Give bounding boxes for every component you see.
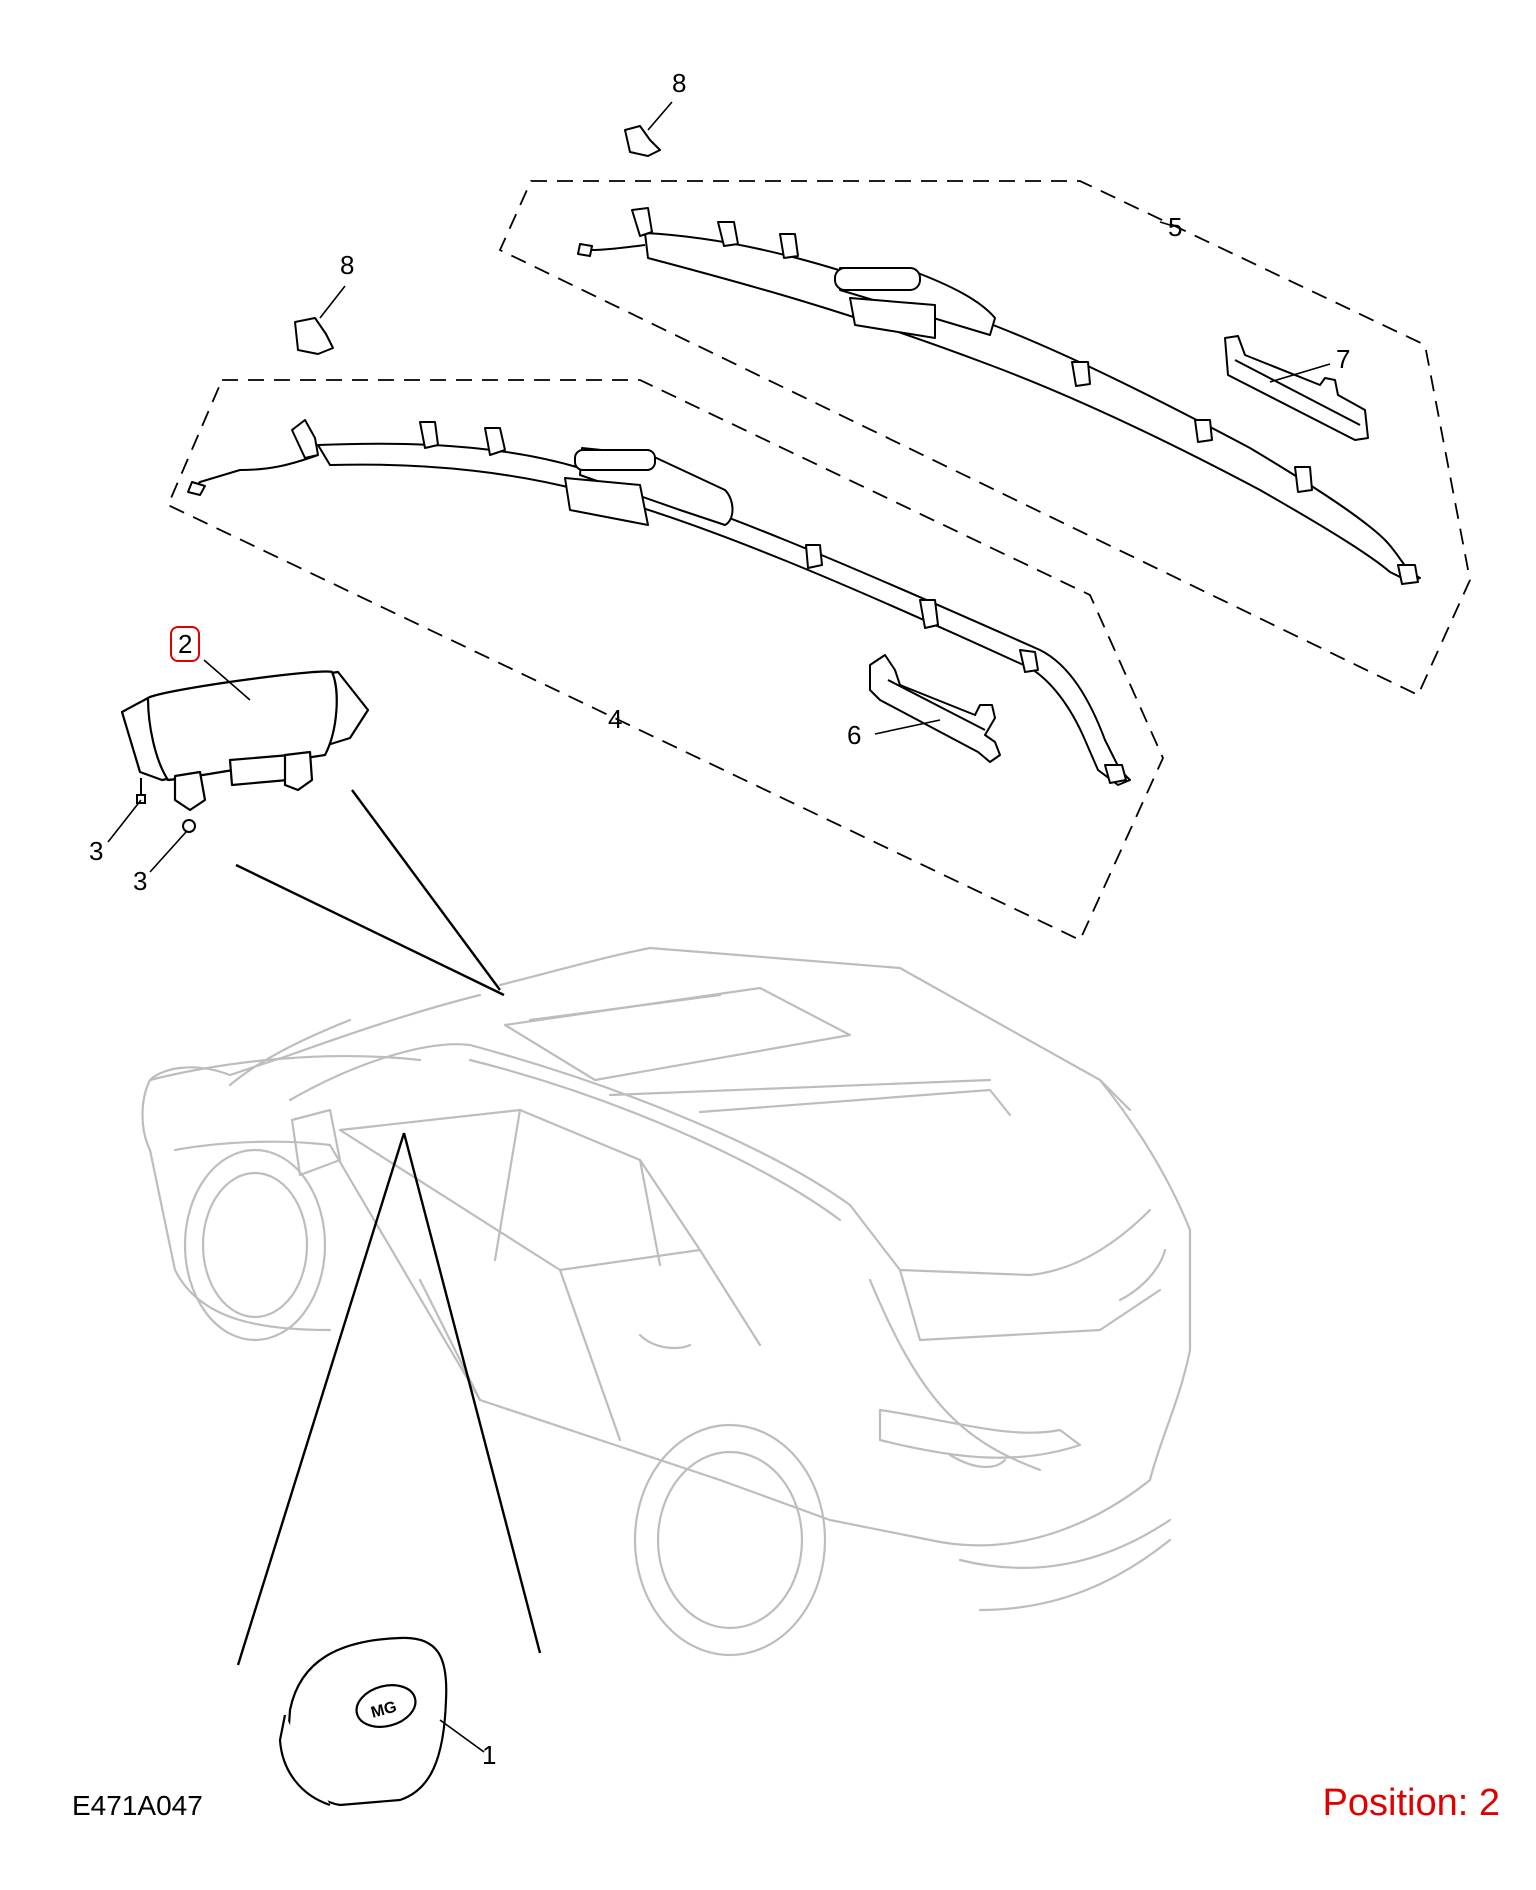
callout-2[interactable]: 2: [170, 626, 201, 662]
callout-7: 7: [1336, 344, 1351, 374]
vehicle-outline: [141, 946, 1192, 1657]
callout-5: 5: [1168, 212, 1183, 242]
curtain-airbag-groups: [166, 180, 1471, 942]
callout-8-top: 8: [672, 68, 687, 98]
fastener-icon: [136, 778, 196, 833]
bracket-icon-6: [869, 654, 1001, 763]
callout-4: 4: [608, 704, 623, 734]
callout-8-left: 8: [340, 250, 355, 280]
leader-lines-vehicle: [235, 789, 542, 1666]
callout-3-upper: 3: [89, 836, 104, 866]
clip-icon: [294, 125, 661, 355]
drawing-code: E471A047: [72, 1790, 203, 1821]
callout-leaders: [107, 101, 1331, 1753]
group-box-4: [166, 379, 1164, 942]
callout-6: 6: [847, 720, 862, 750]
bracket-icon-7: [1224, 335, 1369, 441]
callout-3-lower: 3: [133, 866, 148, 896]
steering-wheel-airbag-icon: MG: [278, 1636, 448, 1807]
callout-1: 1: [482, 1740, 497, 1770]
group-box-5: [498, 180, 1471, 697]
svg-text:MG: MG: [369, 1699, 398, 1722]
passenger-airbag-module-icon: [120, 670, 370, 812]
curtain-airbag-right-icon: [577, 207, 1421, 585]
position-label: Position: 2: [1322, 1782, 1500, 1824]
curtain-airbag-left-icon: [187, 419, 1131, 786]
